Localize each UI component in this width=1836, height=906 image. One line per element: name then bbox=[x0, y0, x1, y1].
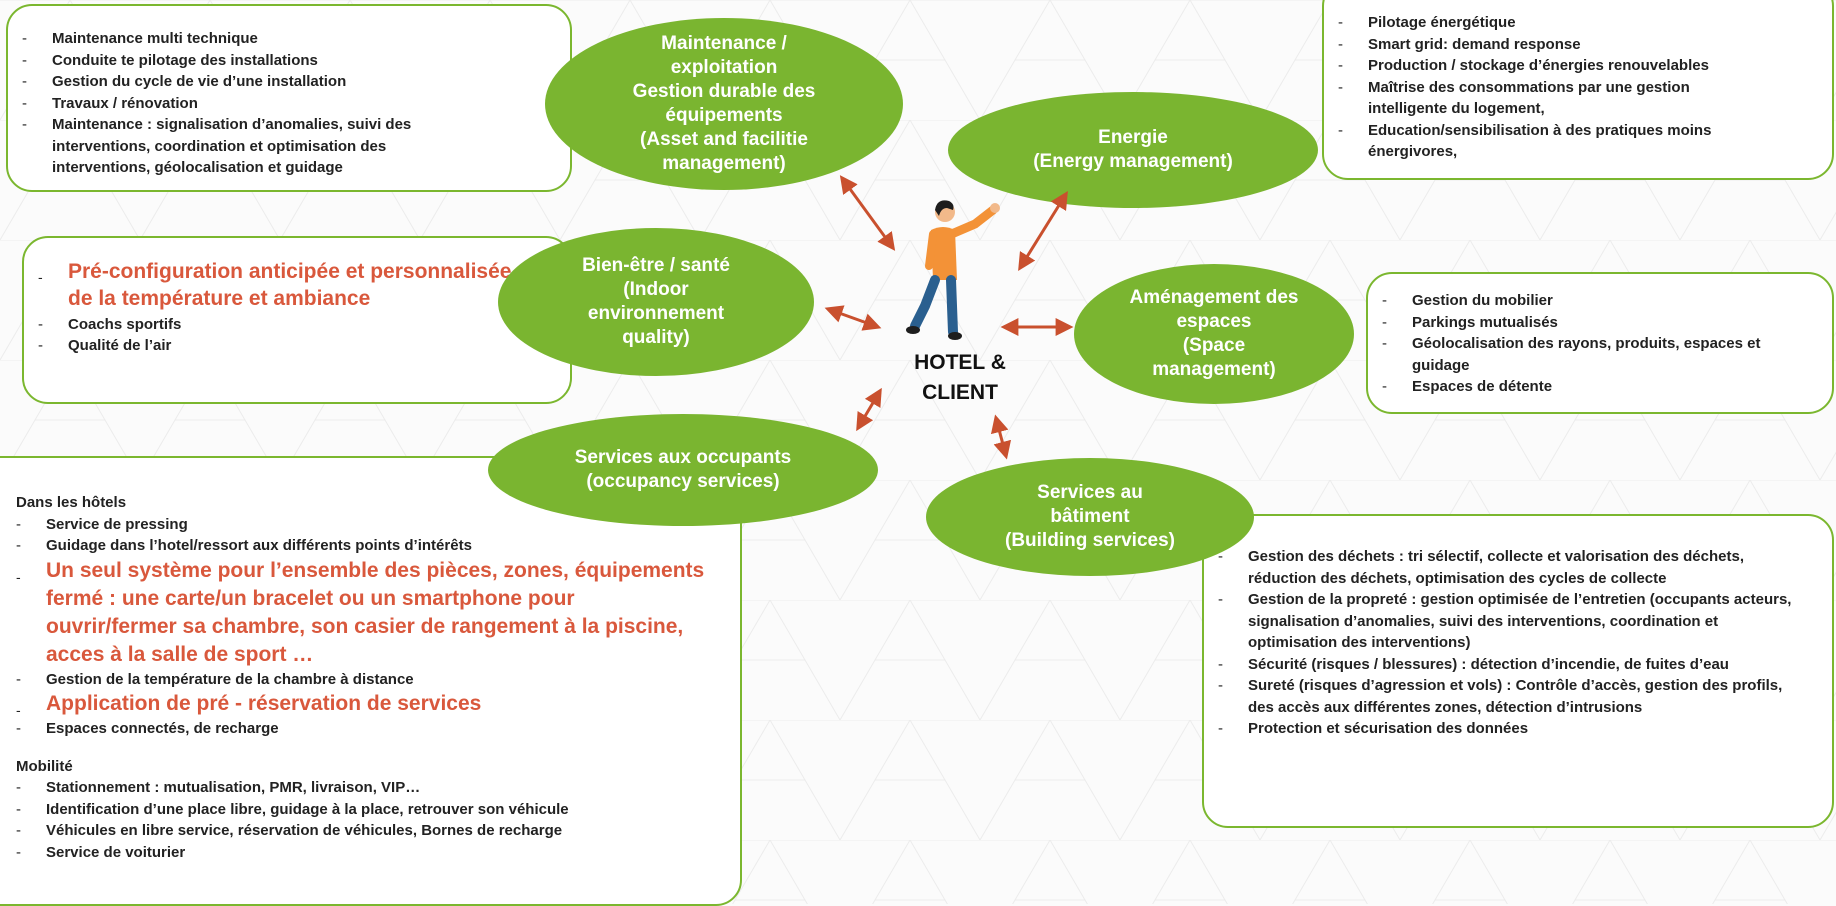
ellipse-label: Aménagement des espaces (Space managemen… bbox=[1129, 287, 1299, 380]
list-item: Stationnement : mutualisation, PMR, livr… bbox=[8, 777, 720, 799]
maintenance-ellipse: Maintenance / exploitation Gestion durab… bbox=[545, 18, 903, 190]
amenagement-box: Gestion du mobilier Parkings mutualisés … bbox=[1366, 272, 1834, 414]
ellipse-label: Energie (Energy management) bbox=[1033, 127, 1233, 172]
ellipse-label: Services au bâtiment (Building services) bbox=[1005, 482, 1175, 551]
list-item: Guidage dans l’hotel/ressort aux différe… bbox=[8, 535, 720, 557]
list-item: Production / stockage d’énergies renouve… bbox=[1330, 55, 1820, 77]
section-title: Mobilité bbox=[16, 757, 73, 775]
list-item: Sureté (risques d’agression et vols) : C… bbox=[1210, 675, 1792, 718]
highlight-item: Pré-configuration anticipée et personnal… bbox=[30, 258, 530, 312]
list-item: Parkings mutualisés bbox=[1374, 312, 1822, 334]
energie-box: Pilotage énergétique Smart grid: demand … bbox=[1322, 0, 1834, 180]
ellipse-label: Bien-être / santé (Indoor environnement … bbox=[582, 255, 730, 348]
bienetre-box: Pré-configuration anticipée et personnal… bbox=[22, 236, 572, 404]
list-item: Gestion des déchets : tri sélectif, coll… bbox=[1210, 546, 1792, 589]
batiment-ellipse: Services au bâtiment (Building services) bbox=[926, 458, 1254, 576]
list-item: Véhicules en libre service, réservation … bbox=[8, 820, 720, 842]
list-item: Espaces de détente bbox=[1374, 376, 1822, 398]
list-item: Qualité de l’air bbox=[30, 335, 530, 356]
list-item: Maintenance multi technique bbox=[14, 28, 560, 50]
list-item: Coachs sportifs bbox=[30, 314, 530, 335]
energie-ellipse: Energie (Energy management) bbox=[948, 92, 1318, 208]
list-item: Smart grid: demand response bbox=[1330, 34, 1820, 56]
amenagement-ellipse: Aménagement des espaces (Space managemen… bbox=[1074, 264, 1354, 404]
occupants-box: Dans les hôtels Service de pressing Guid… bbox=[0, 456, 742, 906]
list-item: Espaces connectés, de recharge bbox=[8, 718, 720, 740]
list-item: Travaux / rénovation bbox=[14, 93, 560, 115]
list-item: Maintenance : signalisation d’anomalies,… bbox=[14, 114, 560, 179]
list-item: Identification d’une place libre, guidag… bbox=[8, 799, 720, 821]
highlight-item: Application de pré - réservation de serv… bbox=[8, 690, 720, 724]
list-item: Maîtrise des consommations par une gesti… bbox=[1330, 77, 1820, 120]
list-item: Service de voiturier bbox=[8, 842, 720, 864]
list-item: Gestion du cycle de vie d’une installati… bbox=[14, 71, 560, 93]
list-item: Pilotage énergétique bbox=[1330, 12, 1820, 34]
bienetre-ellipse: Bien-être / santé (Indoor environnement … bbox=[498, 228, 814, 376]
list-item: Conduite te pilotage des installations bbox=[14, 50, 560, 72]
list-item: Sécurité (risques / blessures) : détecti… bbox=[1210, 654, 1792, 676]
maintenance-box: Maintenance multi technique Conduite te … bbox=[6, 4, 572, 192]
batiment-box: Gestion des déchets : tri sélectif, coll… bbox=[1202, 514, 1834, 828]
list-item: Protection et sécurisation des données bbox=[1210, 718, 1792, 740]
list-item: Gestion de la propreté : gestion optimis… bbox=[1210, 589, 1792, 654]
highlight-item: Un seul système pour l’ensemble des pièc… bbox=[8, 557, 720, 669]
list-item: Education/sensibilisation à des pratique… bbox=[1330, 120, 1820, 163]
section-title: Dans les hôtels bbox=[16, 494, 127, 511]
occupants-ellipse: Services aux occupants (occupancy servic… bbox=[488, 414, 878, 526]
list-item: Service de pressing bbox=[8, 514, 720, 536]
list-item: Géolocalisation des rayons, produits, es… bbox=[1374, 333, 1822, 376]
ellipse-label: Services aux occupants (occupancy servic… bbox=[574, 447, 792, 492]
ellipse-label: Maintenance / exploitation Gestion durab… bbox=[632, 33, 816, 174]
list-item: Gestion de la température de la chambre … bbox=[8, 669, 720, 691]
person-icon bbox=[906, 200, 1000, 340]
center-label: HOTEL & CLIENT bbox=[914, 351, 1006, 404]
list-item: Gestion du mobilier bbox=[1374, 290, 1822, 312]
